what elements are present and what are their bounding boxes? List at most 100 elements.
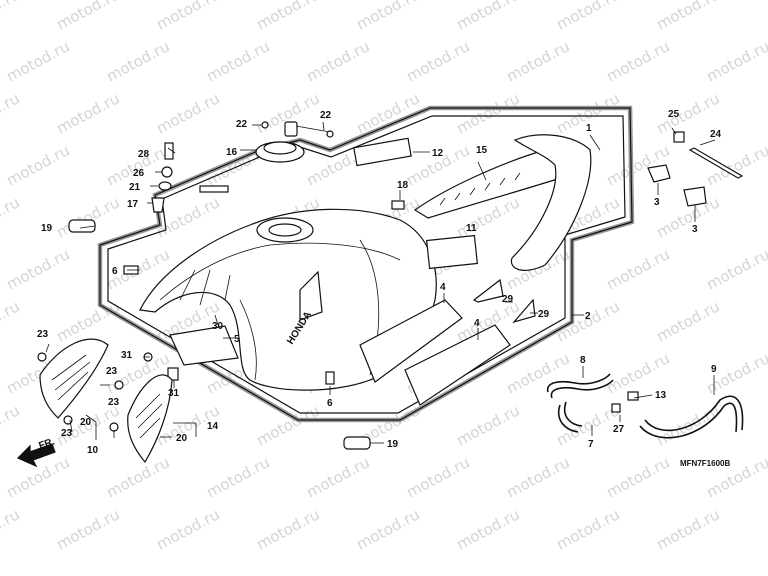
callout: 28	[138, 149, 150, 160]
callout: 13	[655, 390, 667, 401]
callout: 11	[466, 223, 477, 234]
callout: 19	[387, 439, 399, 450]
assembly-boundary	[97, 105, 635, 423]
callout: 7	[588, 439, 594, 450]
callout: 23	[106, 366, 118, 377]
watermark-text: motod.ru	[453, 505, 522, 553]
callout: 2	[585, 311, 591, 322]
watermark-text: motod.ru	[103, 37, 172, 85]
watermark-text: motod.ru	[153, 505, 222, 553]
callout: 23	[37, 329, 49, 340]
watermark-text: motod.ru	[0, 193, 23, 241]
callout: 20	[80, 417, 92, 428]
watermark-text: motod.ru	[603, 245, 672, 293]
callout: 22	[320, 110, 332, 121]
callout: 24	[710, 129, 722, 140]
callout: 31	[121, 350, 133, 361]
watermark-text: motod.ru	[253, 505, 322, 553]
callout: 4	[440, 282, 446, 293]
fuel-cap-assembly	[255, 121, 334, 163]
watermark-text: motod.ru	[0, 505, 23, 553]
tank-pads	[169, 137, 536, 406]
watermark-text: motod.ru	[703, 37, 768, 85]
watermark-text: motod.ru	[53, 193, 122, 241]
callout: 30	[212, 321, 224, 332]
callout: 14	[207, 421, 219, 432]
callout: 29	[502, 294, 514, 305]
watermark-text: motod.ru	[103, 453, 172, 501]
watermark-text: motod.ru	[0, 297, 23, 345]
callout: 23	[61, 428, 73, 439]
watermark-text: motod.ru	[0, 401, 23, 449]
callout: 6	[327, 398, 333, 409]
watermark-text: motod.ru	[0, 89, 23, 137]
callout: 17	[127, 199, 139, 210]
callout: 26	[133, 168, 145, 179]
callout: 18	[397, 180, 409, 191]
callout: 19	[41, 223, 53, 234]
front-direction-arrow: FR.	[16, 436, 57, 468]
watermark-text: motod.ru	[603, 37, 672, 85]
callout: 22	[236, 119, 248, 130]
watermark-text: motod.ru	[303, 453, 372, 501]
watermark-text: motod.ru	[253, 401, 322, 449]
watermark-text: motod.ru	[653, 0, 722, 34]
callout: 10	[87, 445, 99, 456]
watermark-text: motod.ru	[553, 505, 622, 553]
callout: 20	[176, 433, 188, 444]
watermark-text: motod.ru	[153, 89, 222, 137]
callout: 27	[613, 424, 625, 435]
callout: 16	[226, 147, 238, 158]
watermark-text: motod.ru	[3, 141, 72, 189]
callout: 23	[108, 397, 120, 408]
watermark-text: motod.ru	[453, 89, 522, 137]
hoses	[546, 373, 744, 439]
watermark-text: motod.ru	[503, 37, 572, 85]
watermark-text: motod.ru	[453, 401, 522, 449]
watermark-text: motod.ru	[3, 37, 72, 85]
callout: 6	[112, 266, 118, 277]
leader-lines	[45, 121, 716, 444]
watermark-text: motod.ru	[703, 245, 768, 293]
watermark-text: motod.ru	[553, 0, 622, 34]
watermark-text: motod.ru	[503, 453, 572, 501]
side-panels	[39, 338, 173, 464]
callout: 21	[129, 182, 141, 193]
callout: 25	[668, 109, 680, 120]
callout: 12	[432, 148, 444, 159]
callout: 15	[476, 145, 488, 156]
watermark-text: motod.ru	[153, 0, 222, 34]
watermark-text: motod.ru	[253, 0, 322, 34]
diagram-code: MFN7F1600B	[680, 459, 730, 468]
callout: 9	[711, 364, 717, 375]
watermark-text: motod.ru	[353, 0, 422, 34]
watermark-text: motod.ru	[3, 245, 72, 293]
watermark-text: motod.ru	[703, 141, 768, 189]
watermark-text: motod.ru	[53, 89, 122, 137]
watermark-text: motod.ru	[353, 505, 422, 553]
callout: 1	[586, 123, 592, 134]
watermark-text: motod.ru	[53, 0, 122, 34]
direction-label: FR.	[38, 436, 57, 452]
watermark-text: motod.ru	[403, 37, 472, 85]
watermark-text: motod.ru	[53, 505, 122, 553]
callout-labels: 1 2 3 3 4 4 5 6 6 7 8 9 10 11 12 13 14 1…	[37, 109, 722, 456]
watermark-text: motod.ru	[0, 0, 23, 34]
callout: 31	[168, 388, 180, 399]
watermark-text: motod.ru	[203, 37, 272, 85]
watermark-text: motod.ru	[653, 505, 722, 553]
watermark-text: motod.ru	[603, 453, 672, 501]
watermark-text: motod.ru	[303, 37, 372, 85]
callout: 8	[580, 355, 586, 366]
callout: 4	[474, 318, 480, 329]
callout: 3	[654, 197, 660, 208]
watermark-text: motod.ru	[653, 297, 722, 345]
tank-cover	[413, 134, 592, 271]
callout: 29	[538, 309, 550, 320]
callout: 3	[692, 224, 698, 235]
watermark-text: motod.ru	[53, 297, 122, 345]
watermark-text: motod.ru	[403, 453, 472, 501]
watermark-text: motod.ru	[453, 0, 522, 34]
watermark-text: motod.ru	[203, 453, 272, 501]
